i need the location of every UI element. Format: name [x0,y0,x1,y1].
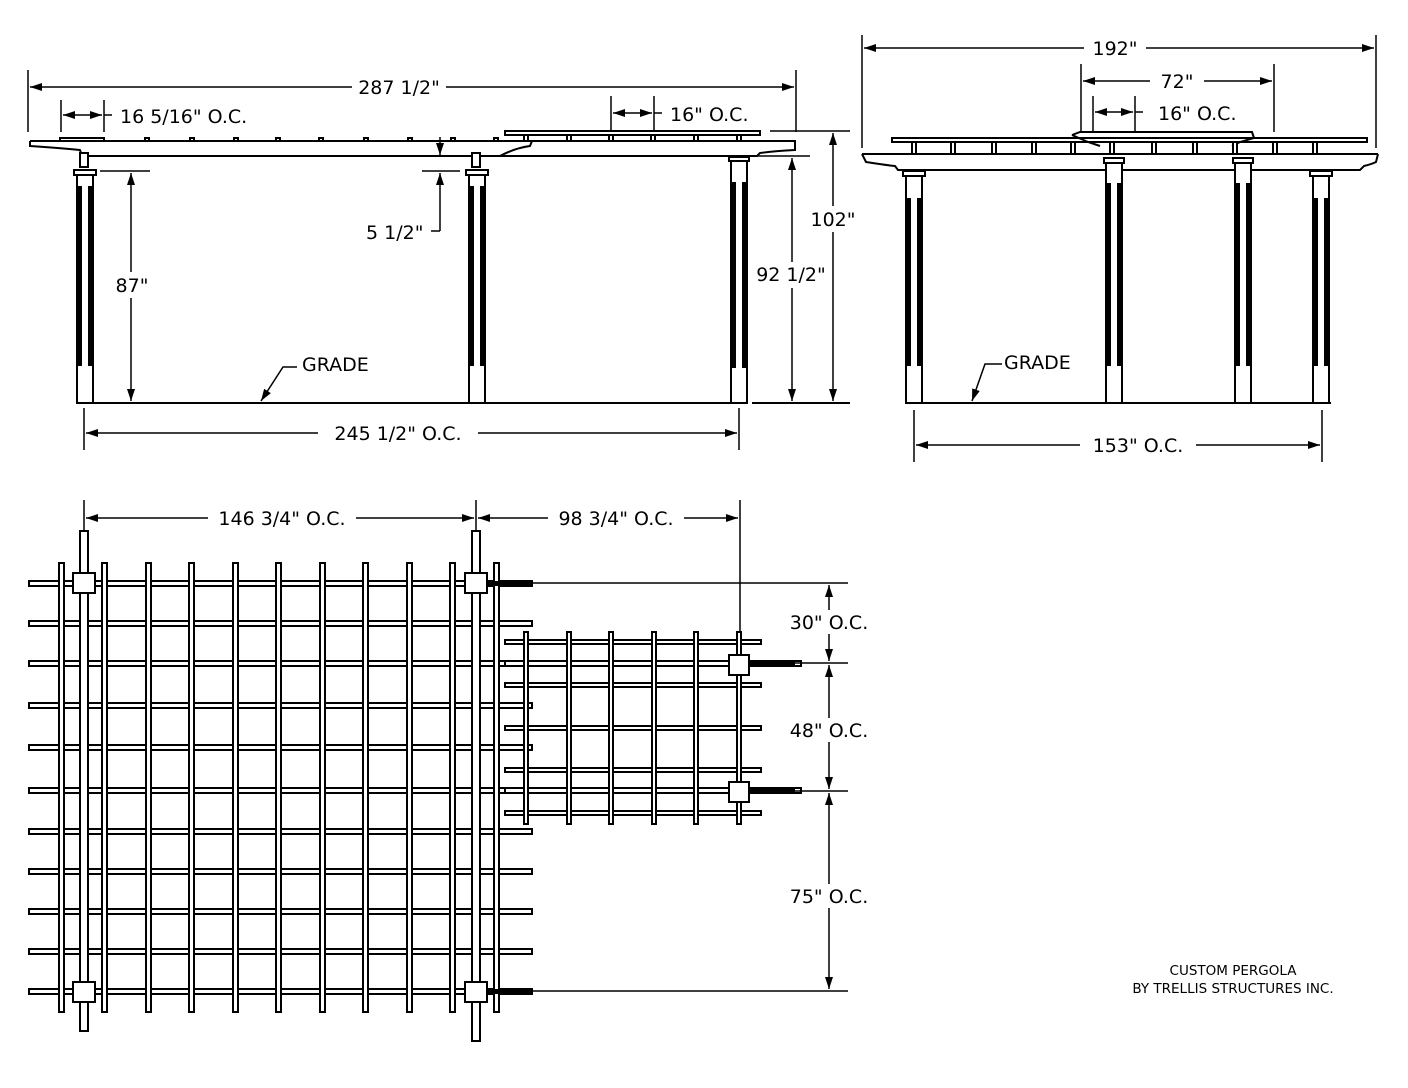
title-line-2: BY TRELLIS STRUCTURES INC. [1132,981,1333,997]
main-beam [29,140,500,157]
spacing-b-label: 48" O.C. [790,720,869,742]
post-span-label: 245 1/2" O.C. [334,423,461,445]
bolt [487,581,532,586]
extension-top-rafter [504,130,761,136]
side-elevation: 287 1/2" 16 5/16" O.C. 16" O.C. [27,70,856,450]
spacing-a-label: 30" O.C. [790,612,869,634]
rafter-spacing-ext-label: 16" O.C. [670,104,749,126]
end-posts [902,157,1333,404]
main-beams [79,530,481,1042]
ext-purlins [523,631,742,825]
span-ext-label: 98 3/4" O.C. [558,508,673,530]
end-elevation: 192" 72" 16" O.C. [861,35,1379,462]
end-beam [861,153,1379,171]
overall-height-label: 102" [810,209,855,231]
spacing-c-label: 75" O.C. [790,886,869,908]
title-block: CUSTOM PERGOLA BY TRELLIS STRUCTURES INC… [1132,963,1333,997]
post-bracket [728,781,750,803]
post-height-label: 87" [116,275,149,297]
rafter-spacing-label: 16" O.C. [1158,103,1237,125]
post-bracket [728,654,750,676]
rafter-spacing-main-label: 16 5/16" O.C. [120,106,247,128]
extension-rafter-ends [523,134,742,142]
beam-top-height-label: 92 1/2" [756,264,826,286]
beam-depth-label: 5 1/2" [366,222,423,244]
overall-length-label: 287 1/2" [358,77,440,99]
extension-beam [499,140,796,157]
end-top-rafter [891,137,1368,143]
post-left [73,152,97,404]
span-main-label: 146 3/4" O.C. [218,508,345,530]
plan-view: 146 3/4" O.C. 98 3/4" O.C. [28,500,876,1042]
end-post-span-label: 153" O.C. [1093,435,1184,457]
ext-beam-end [1071,131,1256,147]
post-brackets [72,572,488,1003]
post-center [465,152,489,404]
ext-width-label: 72" [1161,71,1194,93]
rafter-ends [59,137,499,142]
grade-label: GRADE [302,354,369,376]
end-purlins [911,141,1318,155]
title-line-1: CUSTOM PERGOLA [1170,963,1298,979]
bolt [487,989,532,994]
overall-width-label: 192" [1092,38,1137,60]
end-grade-label: GRADE [1004,352,1071,374]
main-purlins [58,562,500,1013]
post-right [728,156,750,404]
